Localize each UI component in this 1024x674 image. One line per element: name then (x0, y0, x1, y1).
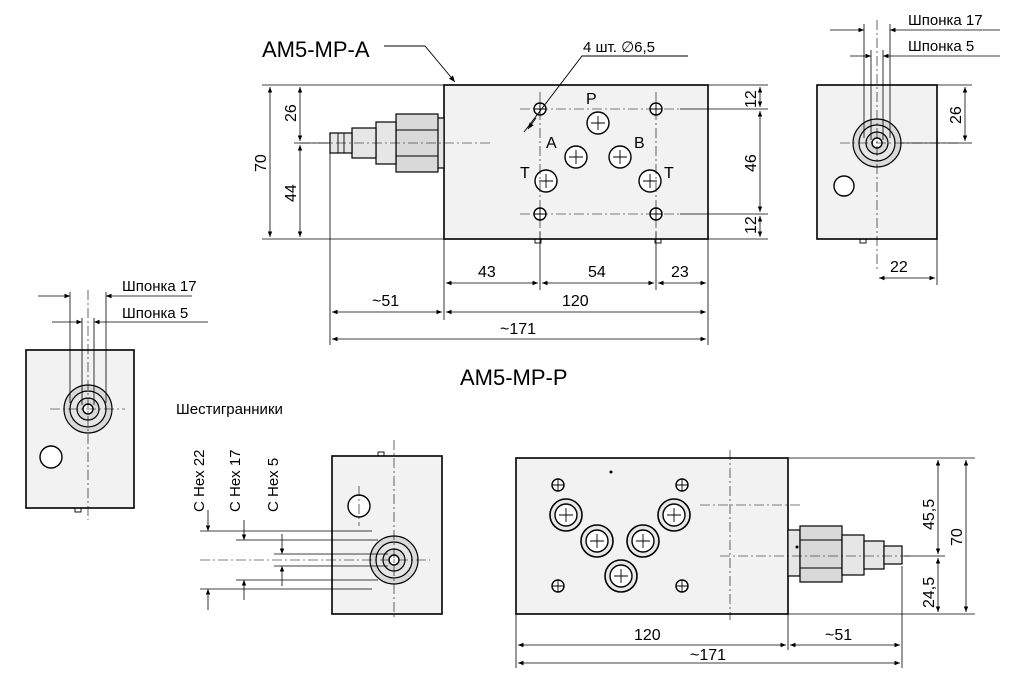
hex17-label: C Hex 17 (227, 449, 244, 512)
dim-45-5-p: 45,5 (921, 499, 938, 530)
dim-171-p: ~171 (690, 647, 726, 664)
dim-46-a: 46 (743, 154, 760, 172)
view-a-side (816, 20, 1000, 285)
key5-label-a: Шпонка 5 (908, 38, 974, 55)
dimensions-p (515, 457, 975, 668)
port-label-b: B (634, 135, 645, 152)
dim-side-26: 26 (948, 106, 965, 124)
hex5-label: C Hex 5 (265, 458, 282, 512)
dim-120-p: 120 (634, 627, 661, 644)
dimensions-a (262, 84, 768, 345)
dim-70-p: 70 (949, 528, 966, 546)
port-label-t-left: T (520, 165, 530, 182)
holes-callout: 4 шт. ∅6,5 (583, 39, 655, 56)
dim-24-5-p: 24,5 (921, 577, 938, 608)
key17-label-a: Шпонка 17 (908, 12, 983, 29)
dim-70-a: 70 (253, 154, 270, 172)
port-label-a: A (546, 135, 557, 152)
view-p-side (25, 290, 208, 520)
port-label-p: P (586, 91, 597, 108)
key17-label-p: Шпонка 17 (122, 278, 197, 295)
dim-43-a: 43 (478, 264, 496, 281)
dim-120-a: 120 (562, 293, 589, 310)
dim-23-a: 23 (671, 264, 689, 281)
port-label-t-right: T (664, 165, 674, 182)
hex22-label: C Hex 22 (191, 449, 208, 512)
dim-side-22: 22 (890, 259, 908, 276)
dim-44-a: 44 (283, 184, 300, 202)
view-a-front (300, 84, 709, 244)
title-am5-mp-a: AM5-MP-A (262, 37, 370, 62)
dim-12-bot-a: 12 (743, 216, 760, 234)
side-port (833, 175, 855, 197)
dim-51-p: ~51 (825, 627, 852, 644)
dim-12-top-a: 12 (743, 90, 760, 108)
hexes-label: Шестигранники (176, 401, 283, 418)
dim-26-a: 26 (283, 104, 300, 122)
title-am5-mp-p: AM5-MP-P (460, 365, 568, 390)
key5-label-p: Шпонка 5 (122, 305, 188, 322)
dim-51-a: ~51 (372, 293, 399, 310)
cartridge-p (787, 525, 903, 583)
dim-54-a: 54 (588, 264, 606, 281)
view-p-front (515, 450, 910, 620)
dim-171-a: ~171 (500, 321, 536, 338)
view-p-hex (200, 440, 443, 620)
